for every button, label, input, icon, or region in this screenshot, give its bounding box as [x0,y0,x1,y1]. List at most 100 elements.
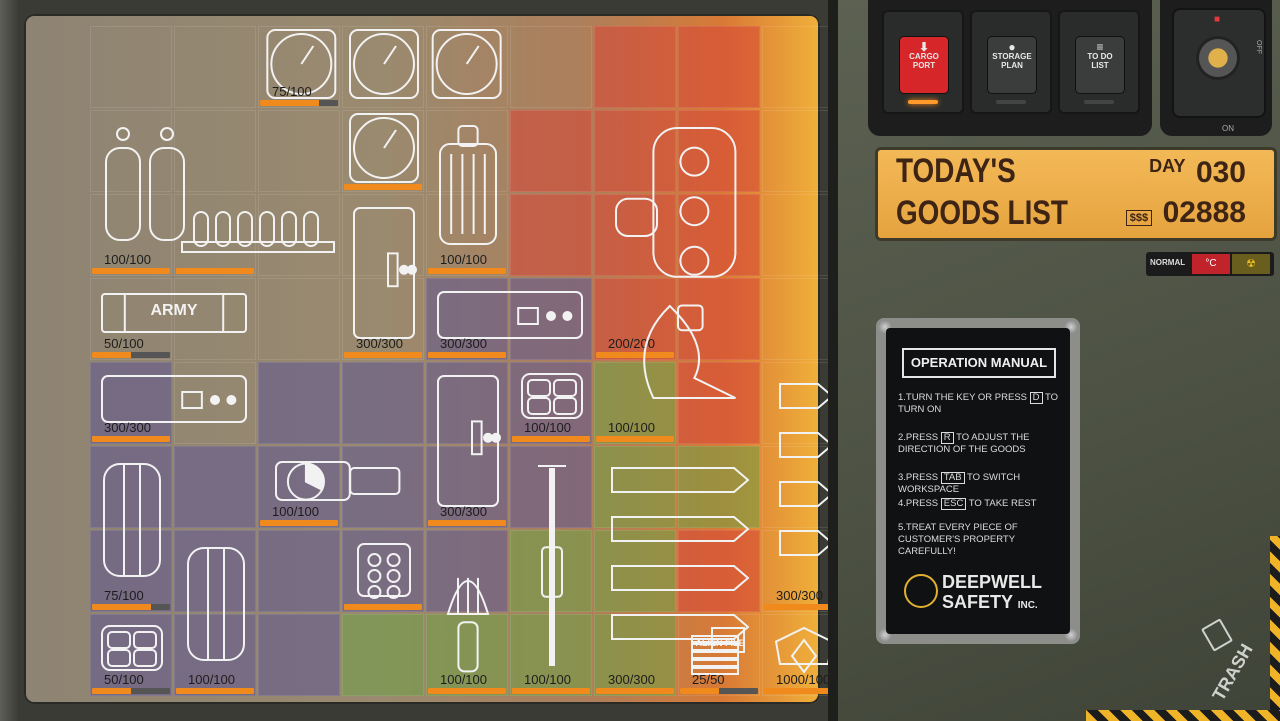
key-badge: R [940,432,954,444]
grid-cell[interactable] [678,362,760,444]
grid-cell[interactable] [258,194,340,276]
grid-cell[interactable] [510,26,592,108]
grid-cell[interactable] [594,278,676,360]
money-icon: $$$ [1125,209,1153,226]
radioactive-icon [611,467,750,640]
grid-cell[interactable] [342,614,424,696]
grid-cell[interactable] [678,110,760,192]
grid-cell[interactable] [342,194,424,276]
test-tubes-item[interactable] [176,196,340,276]
grid-cell[interactable] [678,530,760,612]
grid-cell[interactable] [510,194,592,276]
step-text: 2.PRESS [898,432,939,443]
timer-device-item[interactable]: 100/100 [260,448,424,528]
item-durability-bar [344,352,422,358]
gauge-icon [349,113,419,183]
step-text: TO TURN ON [898,392,1059,415]
grid-cell[interactable] [258,278,340,360]
grid-cell[interactable] [342,110,424,192]
pressure-gauge-item[interactable]: 75/100 [260,28,508,108]
rocket-launcher-item[interactable]: 100/100 [512,448,592,696]
grid-cell[interactable] [426,110,508,192]
power-key-switch[interactable]: ■ OFF ON [1172,8,1266,133]
grid-cell[interactable] [174,194,256,276]
grid-cell[interactable] [678,26,760,108]
window-icon [521,373,583,419]
grid-cell[interactable] [678,446,760,528]
grid-cell[interactable] [342,278,424,360]
grid-cell[interactable] [174,110,256,192]
radioactive-rods-item[interactable]: 300/300 [596,448,760,696]
grid-cell[interactable] [90,278,172,360]
grid-cell[interactable] [594,110,676,192]
grid-cell[interactable] [678,278,760,360]
grid-cell[interactable] [426,194,508,276]
item-durability-bar [92,268,170,274]
pressure-gauge-small-item[interactable] [344,112,424,192]
cargo-port-button[interactable]: ⬇ CARGO PORT [882,10,964,114]
grid-cell[interactable] [342,26,424,108]
grid-cell[interactable] [258,446,340,528]
safe-tall-item[interactable]: 300/300 [428,364,508,528]
safe-box-item[interactable]: 300/300 [92,364,256,444]
barrel-lower-item[interactable]: 100/100 [176,532,256,696]
barrel-item[interactable]: 75/100 [92,448,172,612]
grid-cell[interactable] [510,110,592,192]
radioactive-rods-right-item[interactable]: 300/300 [764,364,844,612]
oxygen-tanks-item[interactable]: 100/100 [92,112,256,276]
todo-list-button[interactable]: ≡ TO DO LIST [1058,10,1140,114]
files-icon [691,627,745,675]
grid-cell[interactable] [594,530,676,612]
window-panel-item[interactable]: 100/100 [512,364,592,444]
operation-manual-plate: OPERATION MANUAL 1.TURN THE KEY OR PRESS… [876,318,1080,644]
trash-bin[interactable]: TRASH [1200,618,1270,706]
birdcage-item[interactable]: 100/100 [428,532,508,696]
grid-cell[interactable] [90,26,172,108]
grid-cell[interactable] [258,26,340,108]
grid-cell[interactable] [426,614,508,696]
item-durability-label: 100/100 [608,420,655,435]
grid-cell[interactable] [258,614,340,696]
grid-cell[interactable] [258,362,340,444]
grid-cell[interactable] [426,26,508,108]
grid-cell[interactable] [594,362,676,444]
suitcase-item[interactable]: 100/100 [428,112,508,276]
step-text: 3.PRESS [898,472,939,483]
keypad-item[interactable] [344,532,424,612]
grid-cell[interactable] [258,110,340,192]
grid-cell[interactable] [594,446,676,528]
grid-cell[interactable] [258,530,340,612]
item-durability-bar [764,604,842,610]
small-safe-item[interactable]: 300/300 [344,196,424,360]
item-durability-bar [680,688,758,694]
grid-cell[interactable] [90,110,172,192]
goods-list-title-1: TODAY'S [896,152,1016,190]
grid-cell[interactable] [342,446,424,528]
crystal-item[interactable]: 1000/1000 [764,616,844,696]
manual-step-3: 3.PRESS TAB TO SWITCH WORKSPACE [898,472,1068,496]
grid-cell[interactable] [678,194,760,276]
safe-box-wide-item[interactable]: 300/300 [428,280,592,360]
water-heater-item[interactable]: 200/200 [596,112,760,360]
grid-cell[interactable] [426,446,508,528]
temp-heat-button[interactable]: °C [1192,254,1230,274]
storage-plan-button[interactable]: ● STORAGE PLAN [970,10,1052,114]
grid-cell[interactable] [174,446,256,528]
grid-cell[interactable] [90,194,172,276]
window-panel-small-item[interactable]: 50/100 [92,616,172,696]
grid-cell[interactable] [174,362,256,444]
grid-cell[interactable] [594,26,676,108]
statue-item[interactable]: 100/100 [596,280,760,444]
grid-cell[interactable] [174,278,256,360]
item-durability-label: 100/100 [104,252,151,267]
hazard-stripe-bottom [1086,710,1280,721]
todo-list-label: TO DO LIST [1087,52,1113,70]
radiation-button[interactable]: ☢ [1232,254,1270,274]
grid-cell[interactable] [342,362,424,444]
temperature-toggle[interactable]: NORMAL °C ☢ [1146,252,1274,276]
grid-cell[interactable] [594,614,676,696]
grid-cell[interactable] [174,26,256,108]
